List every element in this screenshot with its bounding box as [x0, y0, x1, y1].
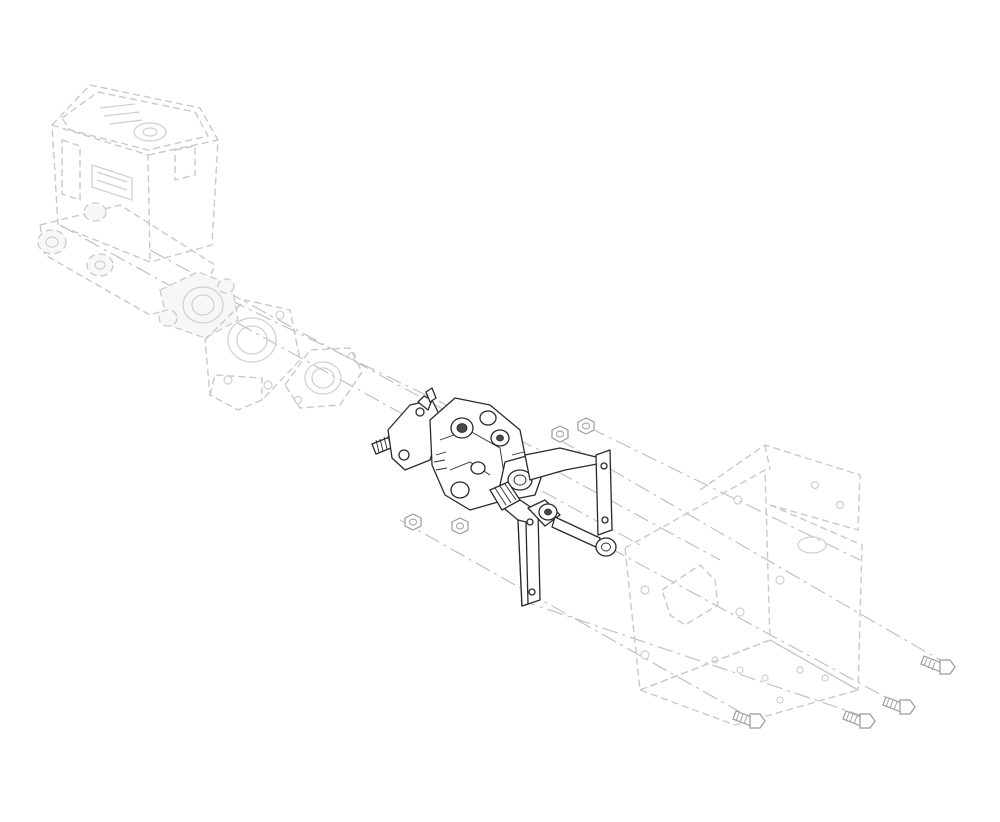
adapter-plate: [204, 299, 301, 411]
bolts: [732, 655, 956, 729]
bolt-upper-right: [920, 655, 956, 675]
bolt-lower-middle: [842, 710, 876, 729]
nut-lower-left: [404, 513, 422, 531]
pushrod: [489, 481, 617, 557]
master-cylinder-reservoir: [37, 84, 239, 339]
bolt-middle-right: [882, 696, 916, 715]
nut-upper-left: [551, 425, 569, 443]
bolt-lower-left: [732, 710, 766, 729]
nut-lower-right: [451, 517, 469, 535]
firewall-bracket: [624, 444, 863, 726]
leader-lines: [59, 224, 941, 716]
valve-assembly: [371, 387, 543, 511]
gasket: [284, 347, 363, 409]
mounting-bracket: [499, 447, 613, 607]
nuts: [404, 417, 595, 535]
nut-upper-right: [577, 417, 595, 435]
